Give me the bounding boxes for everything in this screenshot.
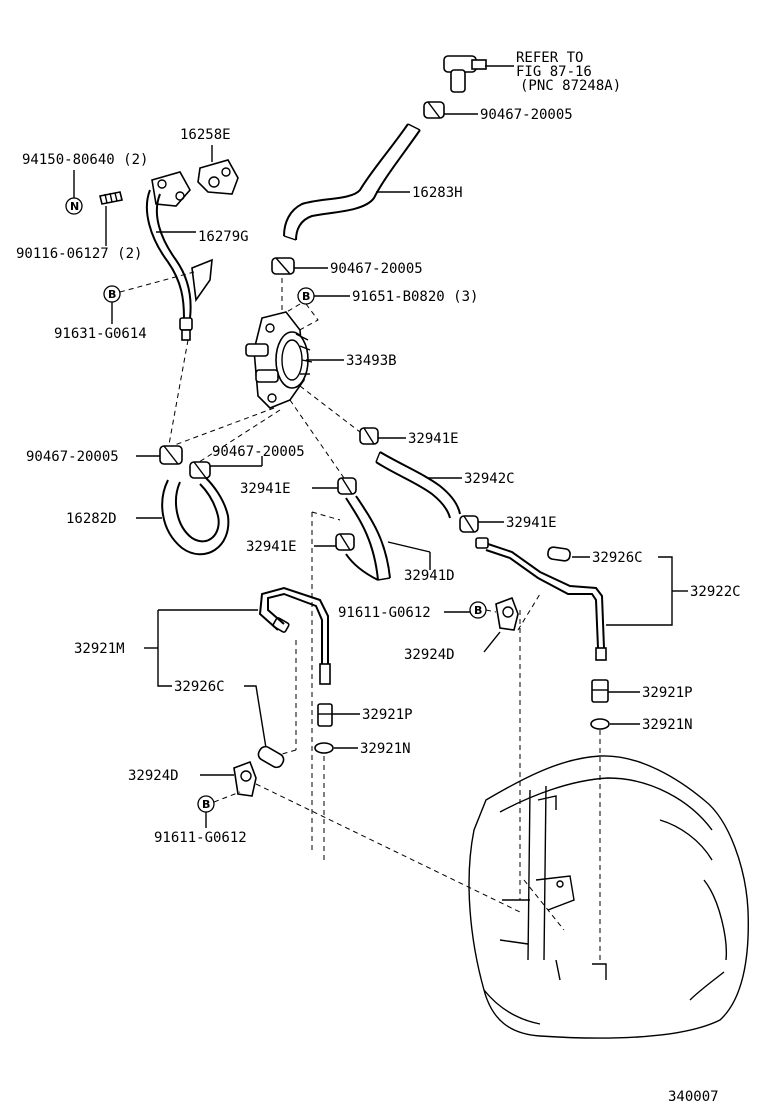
hose-clamp-32941E-b [459, 515, 479, 533]
label-32941D: 32941D [404, 568, 455, 584]
label-32921N-right: 32921N [642, 717, 693, 733]
hose-clamp-32941E-c [337, 477, 357, 495]
hose-clamp-right [189, 461, 211, 479]
label-32924D-right: 32924D [404, 647, 455, 663]
clip-32924D-left [233, 760, 257, 797]
label-32926C-left: 32926C [174, 679, 225, 695]
label-90116-06127: 90116-06127 (2) [16, 246, 142, 262]
label-32942C: 32942C [464, 471, 515, 487]
label-32922C: 32922C [690, 584, 741, 600]
badge-b-letter-3: B [474, 604, 482, 617]
label-32921P-left: 32921P [362, 707, 413, 723]
label-32941E-c: 32941E [240, 481, 291, 497]
label-94150-80640: 94150-80640 (2) [22, 152, 148, 168]
hose-16283H [283, 123, 421, 241]
refer-note-line3: (PNC 87248A) [520, 78, 621, 94]
hose-clamp-32941E-d [335, 533, 355, 551]
label-33493B: 33493B [346, 353, 397, 369]
clip-32924D-right [495, 596, 519, 631]
label-32921M: 32921M [74, 641, 125, 657]
label-32921N-left: 32921N [360, 741, 411, 757]
badge-b-letter-2: B [302, 290, 310, 303]
sleeve-32926C-right [547, 546, 571, 562]
hose-clamp-top [423, 101, 445, 119]
label-90467-20005-top: 90467-20005 [480, 107, 573, 123]
badge-b-91611-left: B [197, 795, 215, 813]
hose-clamp-left [159, 445, 183, 465]
refer-note-line1: REFER TO [516, 50, 583, 66]
label-90467-20005-right: 90467-20005 [212, 444, 305, 460]
label-90467-20005-left: 90467-20005 [26, 449, 119, 465]
hose-32942C [375, 451, 461, 519]
label-32921P-right: 32921P [642, 685, 693, 701]
label-91611-G0612-right: 91611-G0612 [338, 605, 431, 621]
label-16282D: 16282D [66, 511, 117, 527]
label-16283H: 16283H [412, 185, 463, 201]
label-16279G: 16279G [198, 229, 249, 245]
badge-b-letter-1: B [108, 288, 116, 301]
badge-n-letter: N [70, 200, 79, 213]
badge-b-91631: B [103, 285, 121, 303]
hose-16282D [161, 477, 230, 556]
o-ring-32921N-left [314, 742, 334, 754]
union-bolt-32921P-right [591, 679, 609, 703]
label-32926C-right: 32926C [592, 550, 643, 566]
hose-clamp-32941E-a [359, 427, 379, 445]
sleeve-32926C-left [257, 745, 285, 769]
hose-clamp-mid [271, 257, 295, 275]
badge-n: N [65, 197, 83, 215]
hose-32941D [345, 495, 391, 581]
transmission-case [468, 755, 749, 1039]
badge-b-91611-right: B [469, 601, 487, 619]
oil-cooler-33493B [245, 311, 313, 409]
label-32941E-d: 32941E [246, 539, 297, 555]
label-32924D-left: 32924D [128, 768, 179, 784]
figure-number: 340007 [668, 1089, 719, 1105]
pipe-16279G [145, 171, 213, 341]
o-ring-32921N-right [590, 718, 610, 730]
badge-b-letter-4: B [202, 798, 210, 811]
label-90467-20005-mid: 90467-20005 [330, 261, 423, 277]
stud-bolt [99, 191, 123, 205]
pipe-32922C [475, 537, 607, 661]
label-91651-B0820: 91651-B0820 (3) [352, 289, 478, 305]
union-bolt-32921P-left [317, 703, 333, 727]
pipe-32921M [258, 586, 331, 685]
label-91631-G0614: 91631-G0614 [54, 326, 147, 342]
gasket-16258E [197, 159, 239, 195]
label-32941E-b: 32941E [506, 515, 557, 531]
label-32941E-a: 32941E [408, 431, 459, 447]
refer-note-line2: FIG 87-16 [516, 64, 592, 80]
union-fitting [443, 55, 487, 93]
label-16258E: 16258E [180, 127, 231, 143]
badge-b-91651: B [297, 287, 315, 305]
label-91611-G0612-left: 91611-G0612 [154, 830, 247, 846]
